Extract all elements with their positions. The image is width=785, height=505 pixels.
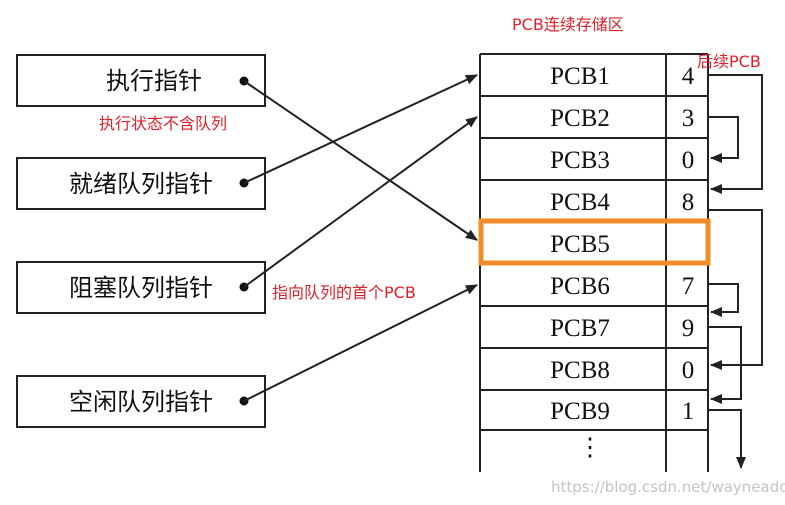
pcb5-highlight: [478, 218, 711, 266]
link-pcb2-to-pcb3: [708, 116, 739, 163]
pcb-name: PCB9: [550, 398, 610, 425]
pointer-exec: 执行指针: [16, 54, 266, 107]
ready-pointer-arrow: [243, 74, 478, 184]
pcb-row-6: PCB6 7: [550, 273, 694, 300]
pcb-next: 7: [682, 273, 695, 300]
pcb-name: PCB7: [550, 315, 610, 342]
pcb-row-1: PCB1 4: [550, 63, 695, 90]
pcb-name: PCB1: [550, 63, 610, 90]
pcb-row-7: PCB7 9: [550, 315, 694, 342]
pcb-next: 9: [682, 315, 695, 342]
pcb-name: PCB2: [550, 105, 610, 132]
pcb-ellipsis: ⋮: [578, 434, 603, 461]
pcb-row-8: PCB8 0: [550, 357, 694, 384]
pointer-free-label: 空闲队列指针: [69, 388, 213, 416]
pcb-next: 0: [682, 357, 695, 384]
next-pcb-annotation: 后续PCB: [697, 52, 761, 71]
running-state-annotation: 执行状态不含队列: [99, 114, 227, 133]
pcb-row-4: PCB4 8: [550, 189, 694, 216]
blocked-pointer-arrow: [243, 116, 478, 288]
pointer-blocked: 阻塞队列指针: [16, 261, 266, 314]
exec-pointer-arrow: [243, 80, 478, 241]
link-pcb9-to-pcb1: [708, 409, 746, 469]
pointer-free: 空闲队列指针: [16, 375, 266, 428]
pointer-ready-label: 就绪队列指针: [69, 170, 213, 198]
pcb-next: 4: [682, 63, 695, 90]
pcb-row-5: PCB5: [550, 231, 610, 258]
pcb-name: PCB6: [550, 273, 610, 300]
pcb-next: 3: [682, 105, 695, 132]
pointer-ready: 就绪队列指针: [16, 157, 266, 210]
pointer-blocked-label: 阻塞队列指针: [69, 274, 213, 302]
pcb-name: PCB8: [550, 357, 610, 384]
pcb-name: PCB4: [550, 189, 610, 216]
pcb-name: PCB5: [550, 231, 610, 258]
pcb-next: 1: [682, 398, 695, 425]
pointer-exec-label: 执行指针: [106, 67, 202, 95]
link-pcb1-to-pcb4: [708, 74, 763, 194]
pcb-next: 0: [682, 147, 695, 174]
link-pcb7-to-pcb9: [708, 326, 742, 404]
pcb-row-2: PCB2 3: [550, 105, 694, 132]
pcb-row-3: PCB3 0: [550, 147, 694, 174]
pcb-row-9: PCB9 1: [550, 398, 694, 425]
link-pcb4-to-pcb8: [708, 209, 763, 370]
watermark: https://blog.csdn.net/wayneaddv: [551, 478, 785, 496]
free-pointer-arrow: [243, 284, 478, 402]
pcb-name: PCB3: [550, 147, 610, 174]
link-pcb6-to-pcb7: [708, 283, 739, 317]
storage-title: PCB连续存储区: [512, 15, 624, 34]
pcb-next: 8: [682, 189, 695, 216]
queue-head-annotation: 指向队列的首个PCB: [272, 283, 416, 302]
